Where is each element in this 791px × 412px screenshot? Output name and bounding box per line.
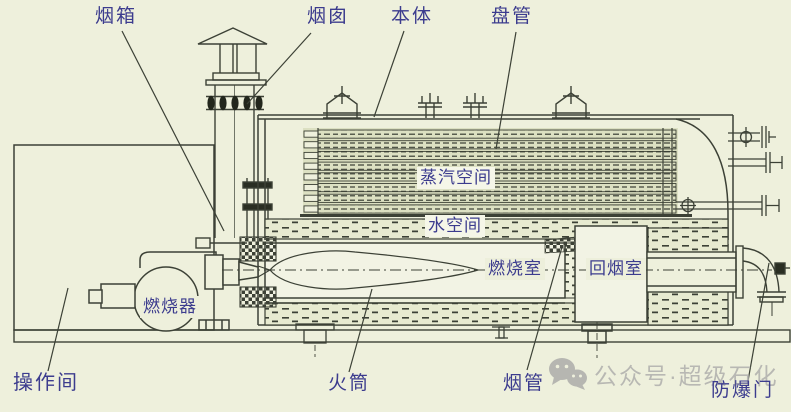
label-chimney: 烟囱 (307, 6, 350, 27)
label-combustion-chamber: 燃烧室 (485, 258, 545, 280)
coil-tube-bundle (300, 128, 692, 217)
return-smoke-chamber-box (574, 225, 648, 358)
label-water-space: 水空间 (425, 215, 485, 237)
watermark-text: 公众号·超级石化 (594, 363, 779, 389)
label-return-smoke-chamber: 回烟室 (586, 258, 646, 280)
leader-lines (47, 30, 770, 382)
leader-chimney (246, 32, 312, 105)
label-fire-tube: 火筒 (328, 373, 371, 394)
base-frame (13, 329, 791, 343)
label-steam-space: 蒸汽空间 (417, 167, 495, 189)
chimney-flange-bolts (207, 95, 263, 111)
label-burner: 燃烧器 (140, 296, 200, 318)
label-body: 本体 (391, 6, 434, 27)
insulation-block-bottom (239, 286, 277, 308)
label-smoke-tube: 烟管 (503, 373, 546, 394)
dished-head-curve (675, 118, 729, 240)
leader-smoke-box (121, 30, 225, 232)
saddle-supports (295, 323, 510, 357)
right-nozzles (676, 126, 783, 216)
leader-fire-tube (348, 288, 373, 373)
label-coil-pipe: 盘管 (491, 6, 534, 27)
leader-body (373, 30, 405, 118)
label-operation-room: 操作间 (13, 372, 79, 394)
leader-explosion-door (747, 262, 770, 382)
leader-smoke-tube (526, 246, 563, 371)
watermark: 公众号·超级石化 (548, 356, 779, 392)
smoke-outlet-elbow (646, 245, 790, 316)
label-smoke-box: 烟箱 (95, 6, 138, 27)
leader-coil-pipe (495, 31, 517, 150)
label-explosion-proof-door: 防爆门 (711, 380, 775, 401)
insulation-block-top (239, 236, 277, 262)
operation-room-outline (13, 144, 215, 331)
leader-operation-room (47, 287, 69, 372)
wechat-icon (549, 358, 587, 390)
top-fittings (323, 86, 590, 119)
